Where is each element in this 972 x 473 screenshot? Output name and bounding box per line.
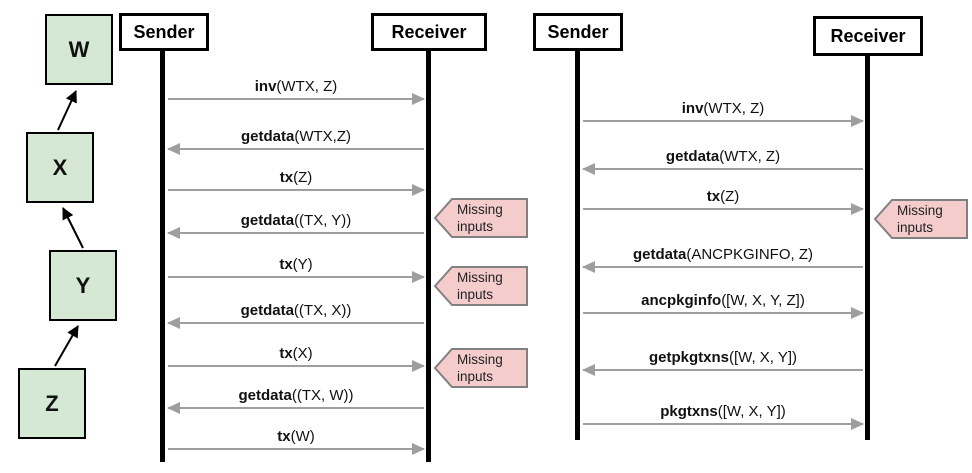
message-arrow-right	[583, 307, 864, 319]
missing-inputs-tag: Missing inputs	[433, 348, 528, 388]
message-arrow-left	[167, 143, 424, 155]
left-sender-box: Sender	[119, 13, 209, 51]
message-label: getdata(WTX, Z)	[665, 148, 781, 165]
message-label: getdata((TX, X))	[240, 302, 352, 319]
message-tx-y: tx(Y)	[167, 256, 425, 283]
message-arrow-left	[582, 261, 863, 273]
missing-inputs-tag: Missing inputs	[873, 199, 968, 239]
arrow-x-to-w	[57, 90, 77, 131]
message-label: ancpkginfo([W, X, Y, Z])	[641, 292, 805, 309]
message-ancpkginfo: ancpkginfo([W, X, Y, Z])	[582, 292, 864, 319]
right-receiver-lifeline	[865, 56, 870, 440]
message-getdata-tx-w: getdata((TX, W))	[167, 387, 425, 414]
message-arrow-left	[167, 317, 424, 329]
tag-text-line1: Missing	[457, 352, 503, 367]
message-arrow-right	[168, 271, 425, 283]
tx-node-x: X	[26, 132, 94, 203]
tag-text-line2: inputs	[897, 220, 933, 235]
missing-inputs-tag: Missing inputs	[433, 198, 528, 238]
message-label: inv(WTX, Z)	[254, 78, 338, 95]
message-label: getdata((TX, Y))	[240, 212, 352, 229]
message-label: tx(Z)	[706, 188, 740, 205]
arrow-z-to-y	[54, 325, 79, 367]
message-tx-x: tx(X)	[167, 345, 425, 372]
tag-shape	[433, 266, 528, 306]
message-getdata-wtx-z: getdata(WTX,Z)	[167, 128, 425, 155]
message-inv-wtx-z: inv(WTX, Z)	[167, 78, 425, 105]
tag-text-line1: Missing	[457, 202, 503, 217]
right-sender-box: Sender	[533, 13, 623, 51]
message-arrow-right	[583, 418, 864, 430]
right-sender-label: Sender	[547, 21, 609, 42]
left-receiver-box: Receiver	[371, 13, 487, 51]
missing-inputs-tag: Missing inputs	[433, 266, 528, 306]
tx-node-y: Y	[49, 250, 117, 321]
message-label: inv(WTX, Z)	[681, 100, 765, 117]
message-arrow-right	[168, 360, 425, 372]
tx-node-x-label: X	[52, 154, 68, 180]
message-arrow-left	[582, 163, 863, 175]
tag-shape	[433, 348, 528, 388]
message-label: tx(Z)	[279, 169, 313, 186]
message-label: getdata((TX, W))	[238, 387, 354, 404]
tx-node-z: Z	[18, 368, 86, 439]
message-label: getpkgtxns([W, X, Y])	[648, 349, 798, 366]
message-label: getdata(WTX,Z)	[241, 128, 351, 145]
tag-text-line2: inputs	[457, 219, 493, 234]
right-receiver-box: Receiver	[813, 16, 923, 56]
message-tx-z: tx(Z)	[167, 169, 425, 196]
left-sender-label: Sender	[133, 21, 195, 42]
tx-node-w-label: W	[68, 36, 90, 62]
right-receiver-label: Receiver	[830, 25, 906, 46]
message-arrow-left	[582, 364, 863, 376]
message-label: tx(X)	[279, 345, 313, 362]
message-tx-z: tx(Z)	[582, 188, 864, 215]
message-getdata-tx-x: getdata((TX, X))	[167, 302, 425, 329]
message-arrow-right	[168, 93, 425, 105]
tag-text-line1: Missing	[457, 270, 503, 285]
message-label: tx(W)	[277, 428, 315, 445]
left-receiver-lifeline	[426, 51, 431, 462]
right-sender-lifeline	[575, 51, 580, 440]
message-getdata-tx-y: getdata((TX, Y))	[167, 212, 425, 239]
left-sender-lifeline	[160, 51, 165, 462]
tag-shape	[433, 198, 528, 238]
message-pkgtxns: pkgtxns([W, X, Y])	[582, 403, 864, 430]
message-arrow-left	[167, 227, 424, 239]
message-label: tx(Y)	[279, 256, 313, 273]
message-getdata-ancpkginfo: getdata(ANCPKGINFO, Z)	[582, 246, 864, 273]
arrow-y-to-x	[62, 207, 84, 249]
message-arrow-right	[583, 203, 864, 215]
message-arrow-right	[168, 443, 425, 455]
message-getpkgtxns: getpkgtxns([W, X, Y])	[582, 349, 864, 376]
message-arrow-right	[168, 184, 425, 196]
left-receiver-label: Receiver	[391, 21, 467, 42]
message-arrow-left	[167, 402, 424, 414]
tx-node-z-label: Z	[45, 390, 59, 416]
tag-text-line2: inputs	[457, 287, 493, 302]
tag-text-line1: Missing	[897, 203, 943, 218]
message-arrow-right	[583, 115, 864, 127]
tx-node-y-label: Y	[75, 272, 91, 298]
message-label: pkgtxns([W, X, Y])	[660, 403, 786, 420]
message-tx-w: tx(W)	[167, 428, 425, 455]
tx-chain-arrows	[54, 90, 84, 367]
tag-text-line2: inputs	[457, 369, 493, 384]
tag-shape	[873, 199, 968, 239]
message-label: getdata(ANCPKGINFO, Z)	[632, 246, 813, 263]
tx-node-w: W	[45, 14, 113, 85]
message-inv-wtx-z: inv(WTX, Z)	[582, 100, 864, 127]
message-getdata-wtx-z: getdata(WTX, Z)	[582, 148, 864, 175]
